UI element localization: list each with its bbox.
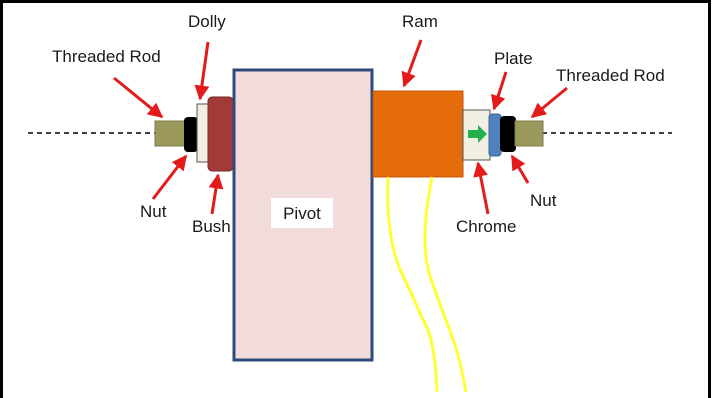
nut-left <box>184 117 198 152</box>
arrow-bush <box>208 173 224 215</box>
dolly <box>196 103 210 163</box>
bush <box>207 96 234 172</box>
ram <box>372 90 464 178</box>
label-threaded-rod-right: Threaded Rod <box>556 66 665 85</box>
label-nut-left: Nut <box>140 202 167 221</box>
arrow-threaded-rod-left <box>113 76 164 119</box>
pivot-label: Pivot <box>283 204 321 223</box>
nut-right <box>500 116 516 152</box>
arrow-ram <box>401 39 423 88</box>
arrow-dolly <box>194 41 210 101</box>
arrow-plate <box>491 71 508 111</box>
label-threaded-rod-left: Threaded Rod <box>52 47 161 66</box>
label-chrome: Chrome <box>456 217 516 236</box>
arrow-nut-left <box>151 154 188 200</box>
hose-right <box>423 176 468 393</box>
label-dolly: Dolly <box>188 12 226 31</box>
threaded-rod-right <box>514 120 544 147</box>
label-plate: Plate <box>494 49 533 68</box>
hose-left <box>386 176 439 393</box>
plate <box>488 113 502 157</box>
label-ram: Ram <box>402 12 438 31</box>
arrow-chrome <box>473 161 490 215</box>
threaded-rod-left <box>154 120 186 147</box>
arrow-threaded-rod-right <box>530 86 568 119</box>
arrow-nut-right <box>510 154 530 184</box>
label-bush: Bush <box>192 217 231 236</box>
pivot-label-box <box>271 198 333 228</box>
right-arrow-icon <box>468 125 487 143</box>
label-nut-right: Nut <box>530 191 557 210</box>
